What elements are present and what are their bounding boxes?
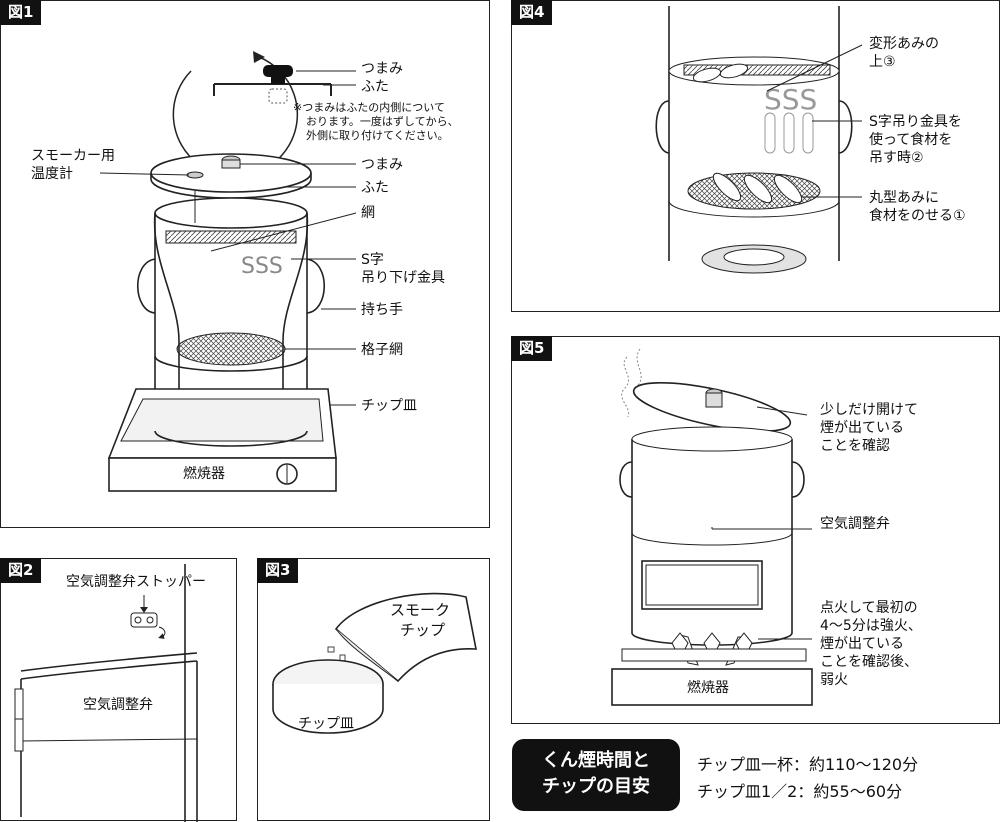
figure-5-panel: 図5 少しだけ開けて 煙が出ている ことを確認 空気調整弁 点火して最初の 4〜… bbox=[511, 336, 1000, 724]
open-slightly-label-2: 煙が出ている bbox=[820, 420, 904, 436]
guide-half-dish: チップ皿1／2：約55〜60分 bbox=[697, 782, 903, 801]
chip-pour-diagram bbox=[272, 592, 477, 734]
lid-label: ふた bbox=[361, 180, 389, 196]
inset-lid-label: ふた bbox=[361, 79, 389, 95]
s-hook-hanging-label-3: 吊す時② bbox=[869, 150, 924, 166]
grid-net-label: 格子網 bbox=[361, 342, 403, 358]
figure-3-tag: 図3 bbox=[257, 558, 299, 583]
ignition-label-3: 煙が出ている bbox=[820, 636, 904, 652]
smoking-operation-diagram bbox=[611, 348, 813, 706]
burner-label: 燃焼器 bbox=[183, 466, 225, 482]
knob-label: つまみ bbox=[361, 157, 403, 173]
smoker-diagram: SSS bbox=[99, 51, 357, 492]
figure-1-tag: 図1 bbox=[0, 0, 42, 25]
figure-5-tag: 図5 bbox=[511, 336, 553, 361]
figure-2-panel: 図2 空気調整弁ストッパー 空気調整弁 bbox=[0, 558, 237, 822]
open-slightly-label-1: 少しだけ開けて bbox=[820, 402, 918, 418]
smoke-chip-bag-label-2: チップ bbox=[400, 621, 446, 639]
ignition-label-2: 4〜5分は強火、 bbox=[820, 618, 922, 634]
deformed-net-label-1: 変形あみの bbox=[869, 36, 939, 52]
ignition-label-1: 点火して最初の bbox=[820, 600, 918, 616]
inset-knob-label: つまみ bbox=[361, 61, 403, 77]
open-slightly-label-3: ことを確認 bbox=[820, 438, 890, 454]
round-net-label-2: 食材をのせる① bbox=[869, 208, 966, 224]
figure-4-panel: 図4 SSS 変形あみの 上③ S字吊り金具を bbox=[511, 0, 1000, 312]
figure-4-tag: 図4 bbox=[511, 0, 553, 25]
stopper-label: 空気調整弁ストッパー bbox=[66, 574, 206, 590]
figure-1-panel: 図1 SSS bbox=[0, 0, 490, 528]
thermometer-label-1: スモーカー用 bbox=[31, 148, 115, 164]
inset-note-line-3: 外側に取り付けてください。 bbox=[306, 129, 449, 142]
s-hook-label-2: 吊り下げ金具 bbox=[361, 270, 445, 286]
svg-text:SSS: SSS bbox=[764, 83, 817, 116]
svg-text:SSS: SSS bbox=[241, 254, 283, 279]
burner-label: 燃焼器 bbox=[687, 680, 729, 696]
chip-dish-label: チップ皿 bbox=[298, 716, 354, 732]
round-net-label-1: 丸型あみに bbox=[869, 190, 939, 206]
thermometer-label-2: 温度計 bbox=[31, 166, 73, 182]
figure-3-panel: 図3 スモーク チップ チップ皿 bbox=[257, 558, 490, 821]
guide-title-line-2: チップの目安 bbox=[542, 776, 650, 797]
s-hook-hanging-label-2: 使って食材を bbox=[869, 132, 953, 148]
air-valve-diagram bbox=[14, 564, 198, 822]
inset-note-line-2: おります。一度はずしてから、 bbox=[306, 115, 459, 128]
deformed-net-label-2: 上③ bbox=[869, 54, 896, 70]
s-hook-label-1: S字 bbox=[361, 252, 384, 268]
net-label: 網 bbox=[361, 205, 375, 221]
chip-dish-label: チップ皿 bbox=[361, 398, 417, 414]
s-hook-hanging-label-1: S字吊り金具を bbox=[869, 114, 962, 130]
ignition-label-5: 弱火 bbox=[820, 672, 848, 688]
figure-2-tag: 図2 bbox=[0, 558, 42, 583]
inset-note-line-1: ※つまみはふたの内側について bbox=[293, 101, 445, 114]
smoking-time-guide-title: くん煙時間と チップの目安 bbox=[512, 739, 680, 811]
air-valve-label: 空気調整弁 bbox=[820, 516, 890, 532]
guide-full-dish: チップ皿一杯：約110〜120分 bbox=[697, 755, 919, 774]
food-placement-diagram: SSS bbox=[655, 6, 863, 274]
ignition-label-4: ことを確認後、 bbox=[820, 654, 918, 670]
handle-label: 持ち手 bbox=[361, 302, 403, 318]
valve-label: 空気調整弁 bbox=[83, 697, 153, 713]
guide-title-line-1: くん煙時間と bbox=[542, 750, 650, 771]
smoke-chip-bag-label-1: スモーク bbox=[390, 601, 451, 619]
